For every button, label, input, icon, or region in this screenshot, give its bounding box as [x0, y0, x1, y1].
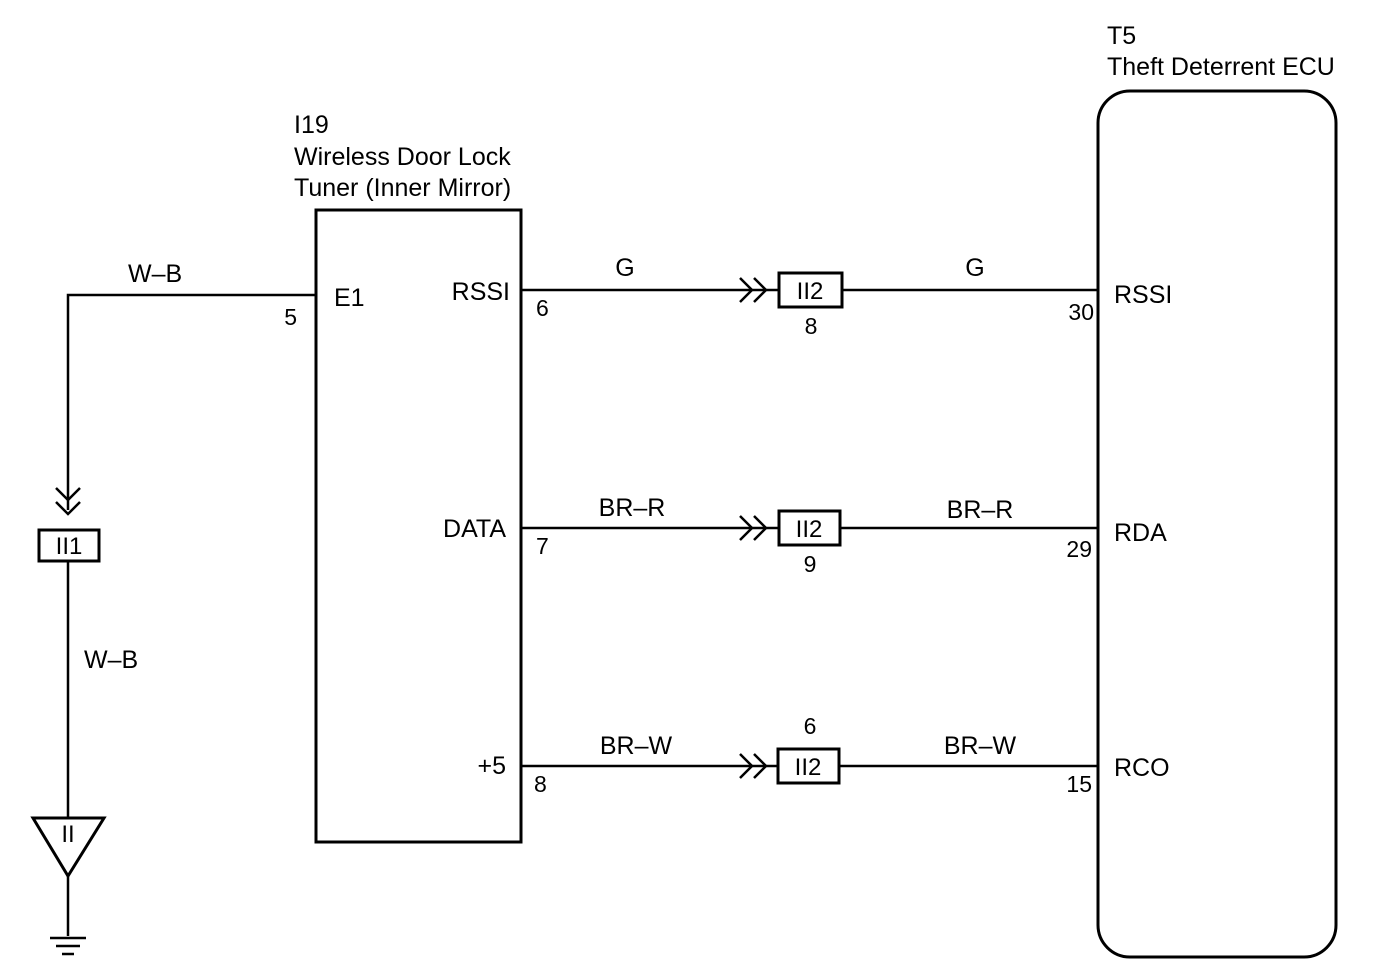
ecu-terminal-rco: RCO [1114, 754, 1170, 782]
tuner-terminal-e1: E1 [334, 284, 365, 312]
ground-chevron-icon-2 [55, 501, 81, 516]
data-connector-pin: 9 [804, 551, 817, 577]
plus5-chevron-icon-1 [739, 753, 754, 779]
data-wire-color-left: BR–R [599, 494, 666, 522]
data-connector-label: II2 [796, 516, 823, 543]
ground-chevron-icon-1 [55, 487, 81, 502]
tuner-pin-rssi: 6 [536, 295, 549, 321]
plus5-chevron-icon-2 [753, 753, 768, 779]
ground-circuit: W–B II1 W–B II [30, 260, 316, 956]
rssi-wire-color-right: G [965, 254, 984, 282]
plus5-connector-label: II2 [795, 754, 822, 781]
ground-connector-label: II1 [56, 533, 83, 560]
tuner-name-line2: Tuner (Inner Mirror) [294, 174, 511, 202]
tuner-code: I19 [294, 111, 329, 139]
data-chevron-icon-2 [753, 515, 768, 541]
tuner-name-line1: Wireless Door Lock [294, 143, 511, 171]
tuner-box [314, 208, 523, 844]
rssi-wire-color-left: G [615, 254, 634, 282]
plus5-connector-box [776, 747, 841, 785]
ground-wire-color-top: W–B [128, 260, 182, 288]
plus5-circuit: BR–W 6 II2 BR–W [521, 713, 1098, 785]
ecu-box [1096, 89, 1338, 959]
plus5-wire-color-left: BR–W [600, 732, 673, 760]
ground-point-icon [30, 816, 107, 879]
ground-wire-upper [66, 293, 316, 510]
ecu-pin-rssi: 30 [1068, 299, 1094, 325]
tuner-terminal-data: DATA [443, 515, 506, 543]
rssi-connector-label: II2 [797, 278, 824, 305]
ground-wire-color-bottom: W–B [84, 646, 138, 674]
data-chevron-icon-1 [739, 515, 754, 541]
plus5-wire-color-right: BR–W [944, 732, 1017, 760]
tuner-terminal-plus5: +5 [477, 752, 506, 780]
rssi-connector-pin: 8 [805, 313, 818, 339]
ecu-terminal-rda: RDA [1114, 519, 1167, 547]
plus5-connector-pin: 6 [804, 713, 817, 739]
tuner-component: I19 Wireless Door Lock Tuner (Inner Mirr… [284, 111, 549, 844]
tuner-terminal-rssi: RSSI [452, 278, 510, 306]
tuner-pin-data: 7 [536, 533, 549, 559]
tuner-pin-e1: 5 [284, 304, 297, 330]
rssi-circuit: G II2 8 G [521, 254, 1098, 339]
ground-point-label: II [61, 821, 74, 848]
ecu-terminal-rssi: RSSI [1114, 281, 1172, 309]
rssi-chevron-icon-2 [753, 277, 768, 303]
rssi-connector-box [777, 271, 844, 309]
data-circuit: BR–R II2 9 BR–R [521, 494, 1098, 577]
ecu-code: T5 [1107, 22, 1136, 50]
ecu-component: T5 Theft Deterrent ECU RSSI RDA RCO 30 2… [1066, 22, 1338, 959]
data-wire-color-right: BR–R [947, 496, 1014, 524]
rssi-chevron-icon-1 [739, 277, 754, 303]
ecu-pin-rco: 15 [1066, 771, 1092, 797]
ecu-pin-rda: 29 [1066, 536, 1092, 562]
ecu-name: Theft Deterrent ECU [1107, 53, 1335, 81]
tuner-pin-plus5: 8 [534, 771, 547, 797]
